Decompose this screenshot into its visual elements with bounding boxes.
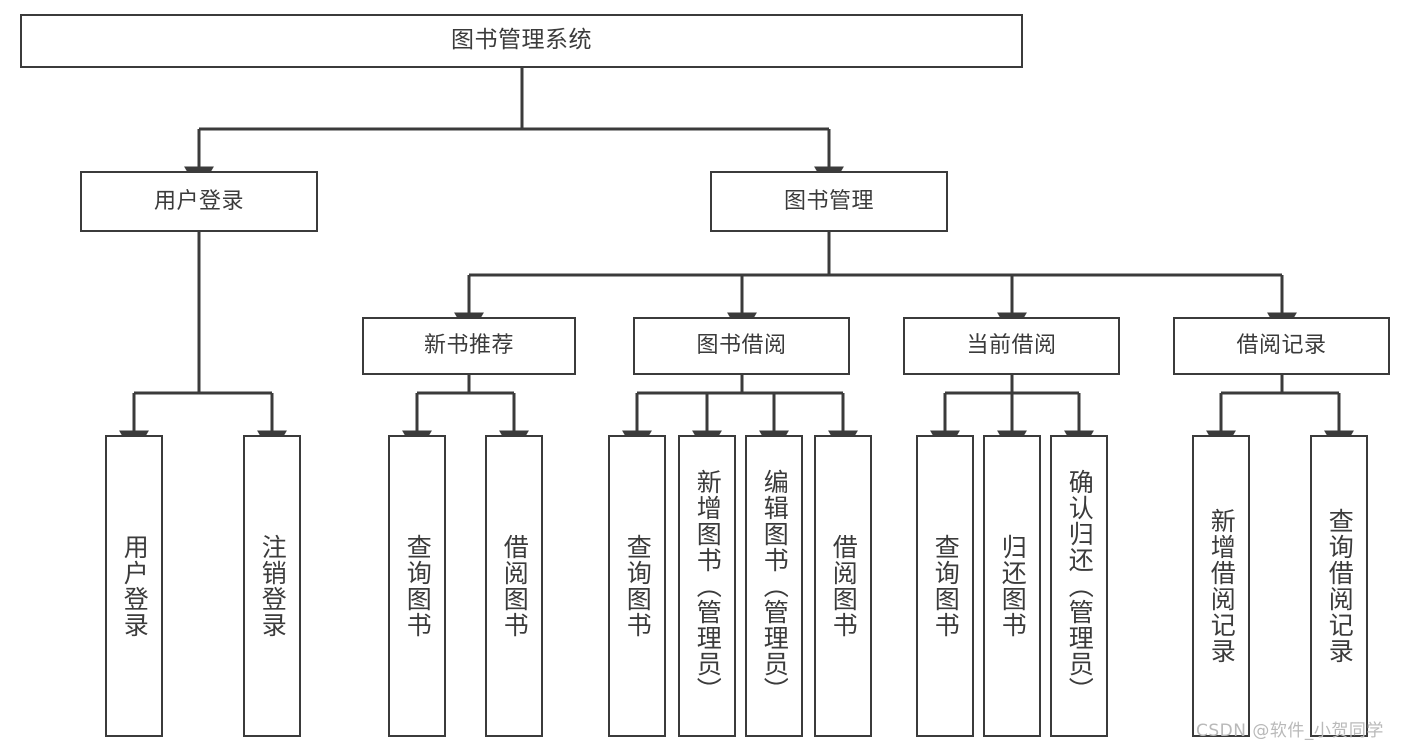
node-leaf-query-book-1[interactable]: 查询图书: [388, 435, 446, 737]
node-label: 编辑图书（管理员）: [760, 469, 790, 703]
node-label: 新增图书（管理员）: [693, 469, 723, 703]
node-label: 查询图书: [403, 534, 433, 638]
node-current-borrow[interactable]: 当前借阅: [903, 317, 1120, 375]
node-label: 注销登录: [258, 534, 288, 638]
node-label: 归还图书: [998, 534, 1028, 638]
node-label: 图书借阅: [696, 333, 787, 359]
node-label: 确认归还（管理员）: [1065, 469, 1095, 703]
node-leaf-return-book[interactable]: 归还图书: [983, 435, 1041, 737]
node-label: 新增借阅记录: [1207, 508, 1237, 664]
node-label: 新书推荐: [423, 333, 514, 359]
node-leaf-user-logout[interactable]: 注销登录: [243, 435, 301, 737]
node-label: 图书管理: [783, 188, 874, 214]
node-leaf-query-book-3[interactable]: 查询图书: [916, 435, 974, 737]
node-root[interactable]: 图书管理系统: [20, 14, 1023, 68]
node-label: 借阅记录: [1236, 333, 1327, 359]
node-label: 查询图书: [931, 534, 961, 638]
node-leaf-query-record[interactable]: 查询借阅记录: [1310, 435, 1368, 737]
node-new-book-recommend[interactable]: 新书推荐: [362, 317, 576, 375]
csdn-watermark: CSDN @软件_小贺同学: [1196, 721, 1384, 741]
node-label: 图书管理系统: [451, 27, 592, 54]
node-leaf-confirm-return[interactable]: 确认归还（管理员）: [1050, 435, 1108, 737]
node-label: 借阅图书: [829, 534, 859, 638]
node-leaf-borrow-book-1[interactable]: 借阅图书: [485, 435, 543, 737]
node-label: 查询图书: [623, 534, 653, 638]
node-label: 用户登录: [120, 534, 150, 638]
node-user-login[interactable]: 用户登录: [80, 171, 318, 232]
node-label: 借阅图书: [500, 534, 530, 638]
node-leaf-edit-book[interactable]: 编辑图书（管理员）: [745, 435, 803, 737]
node-book-manage[interactable]: 图书管理: [710, 171, 948, 232]
node-book-borrow[interactable]: 图书借阅: [633, 317, 850, 375]
node-leaf-add-book[interactable]: 新增图书（管理员）: [678, 435, 736, 737]
node-leaf-borrow-book-2[interactable]: 借阅图书: [814, 435, 872, 737]
node-leaf-add-record[interactable]: 新增借阅记录: [1192, 435, 1250, 737]
node-borrow-record[interactable]: 借阅记录: [1173, 317, 1390, 375]
node-leaf-query-book-2[interactable]: 查询图书: [608, 435, 666, 737]
node-leaf-user-login[interactable]: 用户登录: [105, 435, 163, 737]
node-label: 用户登录: [153, 188, 244, 214]
node-label: 查询借阅记录: [1325, 508, 1355, 664]
node-label: 当前借阅: [966, 333, 1057, 359]
